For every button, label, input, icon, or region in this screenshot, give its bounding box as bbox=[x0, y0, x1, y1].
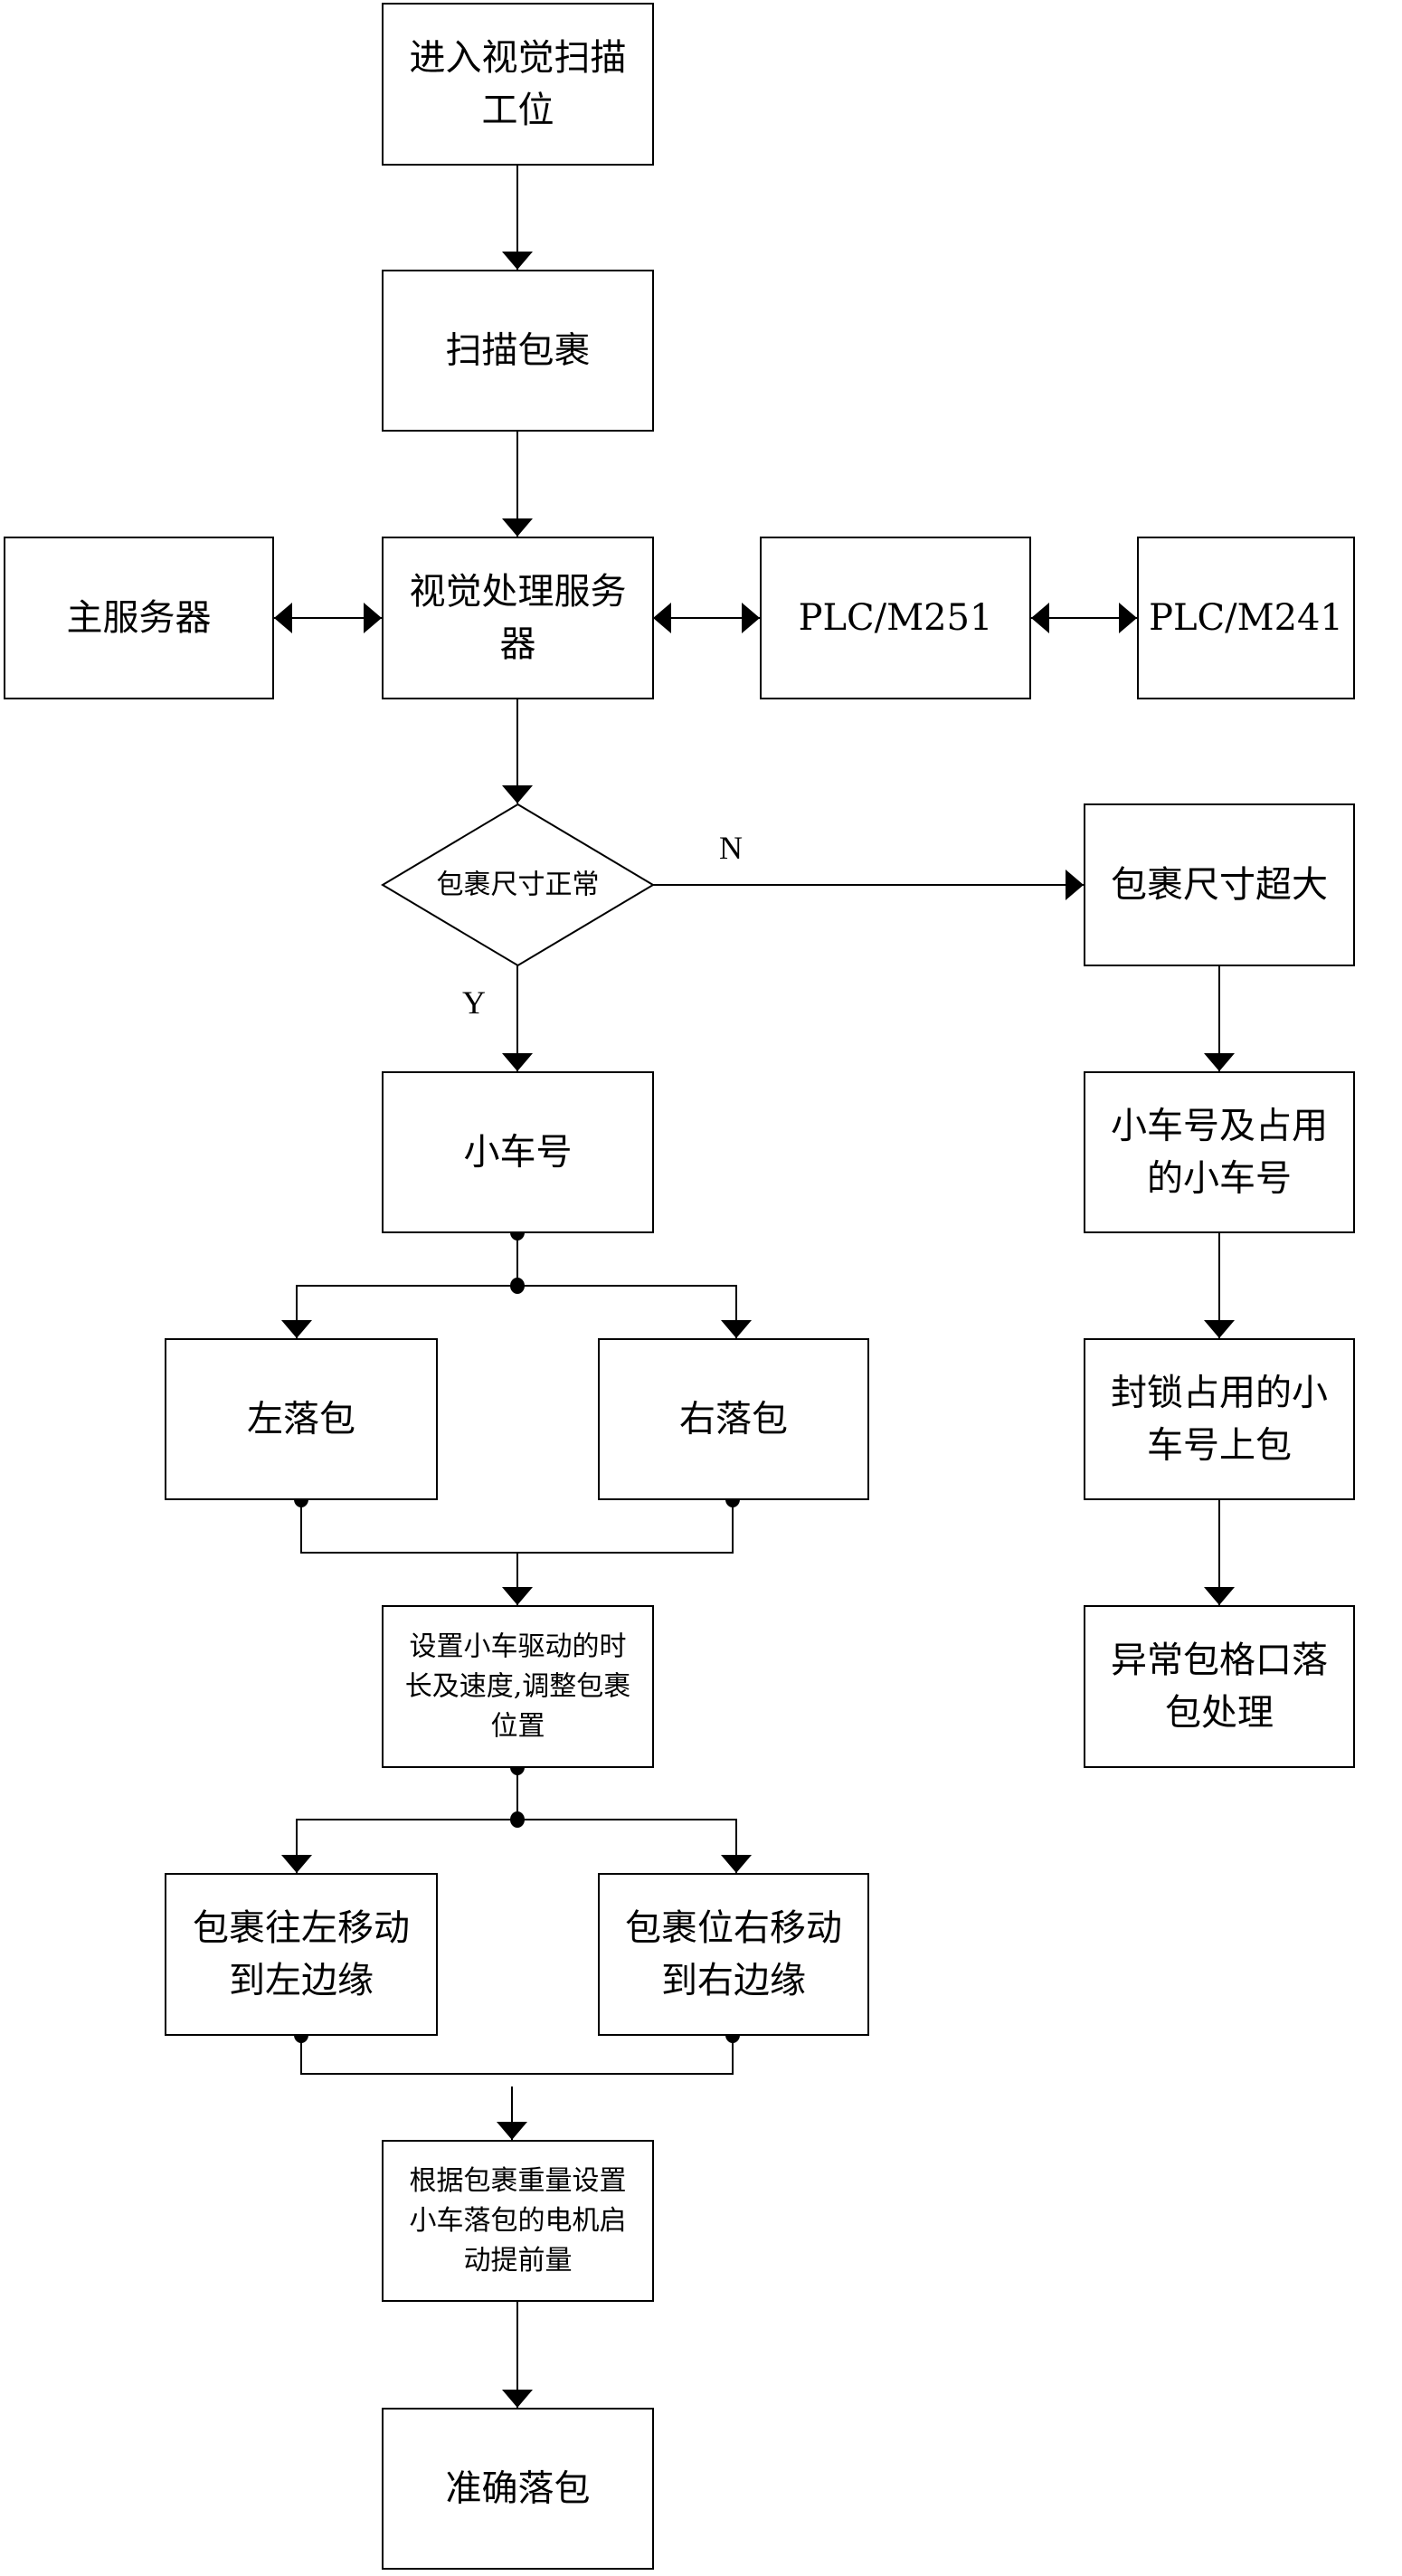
node-cart-number: 小车号 bbox=[382, 1071, 654, 1233]
node-label: 小车号及占用 bbox=[1111, 1106, 1328, 1147]
node-label: 包处理 bbox=[1165, 1692, 1274, 1734]
process-box bbox=[382, 537, 654, 699]
node-label: 根据包裹重量设置 bbox=[410, 2165, 627, 2197]
node-oversize: 包裹尺寸超大 bbox=[1084, 803, 1355, 966]
node-label: 车号上包 bbox=[1147, 1425, 1292, 1467]
node-label: 长及速度,调整包裹 bbox=[405, 1671, 631, 1703]
node-label: 准确落包 bbox=[446, 2468, 591, 2510]
line-merge-move bbox=[300, 2035, 734, 2075]
node-label: PLC/M251 bbox=[799, 597, 993, 639]
node-left-drop: 左落包 bbox=[165, 1338, 438, 1500]
node-label: PLC/M241 bbox=[1149, 597, 1343, 639]
node-label: 小车号 bbox=[464, 1132, 573, 1174]
node-label: 包裹尺寸正常 bbox=[437, 870, 600, 901]
process-box bbox=[1084, 1605, 1355, 1768]
label-yes: Y bbox=[462, 984, 486, 1021]
process-box bbox=[1084, 1338, 1355, 1500]
node-label: 小车落包的电机启 bbox=[410, 2205, 627, 2237]
process-box bbox=[598, 1338, 869, 1500]
node-label: 扫描包裹 bbox=[446, 330, 591, 372]
node-main-server: 主服务器 bbox=[4, 537, 274, 699]
node-label: 动提前量 bbox=[464, 2245, 573, 2277]
process-box bbox=[1137, 537, 1355, 699]
process-box bbox=[382, 2408, 654, 2570]
node-plc-m241: PLC/M241 bbox=[1137, 537, 1355, 699]
connectors bbox=[274, 165, 1235, 2408]
node-right-drop: 右落包 bbox=[598, 1338, 869, 1500]
node-label: 包裹往左移动 bbox=[193, 1907, 410, 1949]
process-box bbox=[382, 1605, 654, 1768]
junction-dot bbox=[510, 1811, 525, 1828]
process-box bbox=[760, 537, 1031, 699]
node-label: 进入视觉扫描 bbox=[410, 37, 627, 79]
node-label: 设置小车驱动的时 bbox=[410, 1631, 627, 1663]
node-accurate-drop: 准确落包 bbox=[382, 2408, 654, 2570]
process-box bbox=[165, 1338, 438, 1500]
process-box bbox=[382, 2140, 654, 2302]
process-box bbox=[382, 270, 654, 432]
node-plc-m251: PLC/M251 bbox=[760, 537, 1031, 699]
process-box bbox=[1084, 803, 1355, 966]
process-box bbox=[1084, 1071, 1355, 1233]
node-label: 位置 bbox=[491, 1711, 545, 1743]
node-label: 左落包 bbox=[247, 1399, 355, 1440]
node-label: 器 bbox=[500, 623, 536, 665]
node-label: 的小车号 bbox=[1147, 1158, 1292, 1200]
node-size-check: 包裹尺寸正常 bbox=[381, 803, 655, 967]
decision-diamond bbox=[381, 803, 655, 967]
node-scan-package: 扫描包裹 bbox=[382, 270, 654, 432]
node-label: 包裹尺寸超大 bbox=[1111, 864, 1328, 906]
node-label: 右落包 bbox=[679, 1399, 788, 1440]
line-merge-drop bbox=[300, 1499, 734, 1554]
node-label: 视觉处理服务 bbox=[410, 571, 627, 613]
junction-dot bbox=[510, 1278, 525, 1294]
process-box bbox=[382, 3, 654, 166]
node-label: 包裹位右移动 bbox=[625, 1907, 842, 1949]
process-box bbox=[4, 537, 274, 699]
process-box bbox=[382, 1071, 654, 1233]
node-label: 异常包格口落 bbox=[1111, 1640, 1328, 1681]
node-label: 到左边缘 bbox=[229, 1960, 374, 2001]
process-box bbox=[165, 1873, 438, 2036]
node-label: 工位 bbox=[482, 90, 554, 131]
process-box bbox=[598, 1873, 869, 2036]
node-label: 到右边缘 bbox=[661, 1960, 806, 2001]
label-no: N bbox=[719, 830, 743, 866]
node-label: 主服务器 bbox=[67, 597, 212, 639]
node-label: 封锁占用的小 bbox=[1111, 1373, 1328, 1414]
